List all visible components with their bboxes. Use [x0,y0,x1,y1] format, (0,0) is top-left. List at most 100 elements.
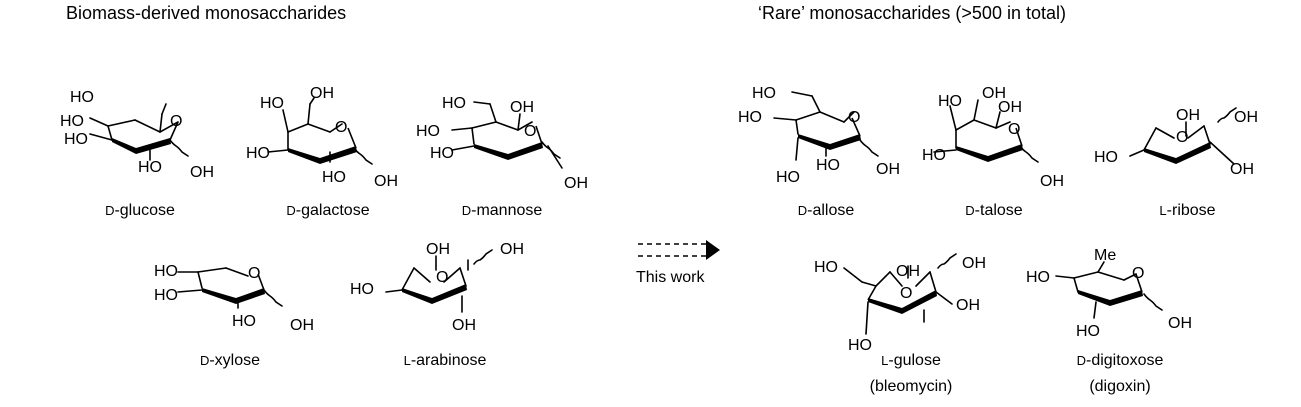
config-prefix: D [797,203,808,218]
d-galactose-structure: HO OH HO O HO OH [246,85,398,190]
label-ring-oxygen: O [436,269,448,286]
label-ho-c3: HO [154,287,178,304]
label-ho-c3: HO [776,169,800,186]
config-prefix: L [403,353,411,368]
label-ho-c4: HO [154,263,178,280]
label-ring-oxygen: O [524,123,536,140]
label-ho-c2: HO [138,159,162,176]
label-ho-c3: HO [246,145,270,162]
sugar-name: -ribose [1166,202,1216,219]
label-ho-c4: HO [848,337,872,354]
caption-l-ribose: L-ribose [1080,202,1295,220]
label-ho-c4: HO [938,93,962,110]
label-oh-c1: OH [1040,173,1064,190]
label-oh-c1: OH [876,161,900,178]
label-ho-c2: HO [816,157,840,174]
label-ring-oxygen: O [170,113,182,130]
config-prefix: D [461,203,472,218]
label-ho-c4: HO [260,95,284,112]
label-ho-c2: HO [232,313,256,330]
label-ho-c4: HO [60,113,84,130]
label-ring-oxygen: O [1176,129,1188,146]
label-oh-c1: OH [374,173,398,190]
sugar-name: -glucose [114,202,175,219]
label-ho-c3: HO [430,145,454,162]
config-prefix: D [1076,353,1086,368]
label-ho-c2: HO [322,169,346,186]
molecule-d-glucose: HO HO HO O HO OH D-glucose [50,82,230,232]
l-arabinose-structure: OH O OH HO OH [350,241,524,334]
d-talose-structure: HO OH OH O HO OH [922,85,1064,190]
d-allose-structure: HO HO O HO HO OH [738,85,900,186]
arrow-label: This work [636,269,705,286]
source-note-digoxin: (digoxin) [1089,378,1151,395]
label-oh-c3: OH [1176,107,1200,124]
label-ho-c4: HO [738,109,762,126]
label-oh-c1: OH [290,317,314,334]
label-ho-c4: HO [416,123,440,140]
sugar-name: -allose [807,202,855,219]
header-biomass-monosaccharides: Biomass-derived monosaccharides [66,3,347,23]
label-ho-c4: HO [1026,269,1050,286]
label-oh-c4: OH [426,241,450,258]
caption-d-digitoxose: D-digitoxose [1020,352,1220,370]
label-ho-c6: HO [814,259,838,276]
dashed-arrow-icon [638,240,720,260]
label-ho-c4: HO [1094,149,1118,166]
label-oh-c2: OH [510,99,534,116]
d-xylose-structure: HO HO O HO OH [154,263,314,334]
label-oh-c1: OH [564,175,588,192]
label-ring-oxygen: O [335,119,347,136]
config-prefix: D [199,353,210,368]
molecule-d-talose: HO OH OH O HO OH D-talose [904,82,1084,232]
sugar-name: -gulose [888,352,941,369]
molecule-d-allose: HO HO O HO HO OH D-allose [736,82,916,232]
sugar-name: -galactose [295,202,370,219]
label-ring-oxygen: O [848,109,860,126]
molecule-d-mannose: HO HO OH O HO OH D-mannose [412,82,592,232]
label-oh-c6: OH [982,85,1006,102]
label-oh-c1: OH [190,164,214,181]
d-digitoxose-structure: Me HO O HO OH [1026,247,1192,340]
molecule-l-ribose: OH O OH HO OH L-ribose [1080,82,1295,232]
label-oh-c1: OH [962,255,986,272]
label-oh-c1: OH [1234,109,1258,126]
caption-d-allose: D-allose [736,202,916,220]
sugar-name: -arabinose [410,352,487,369]
d-glucose-structure: HO HO HO O HO OH [60,89,214,181]
header-rare-monosaccharides: ‘Rare’ monosaccharides (>500 in total) [758,3,1066,23]
l-ribose-structure: OH O OH HO OH [1094,107,1258,178]
molecule-d-digitoxose: Me HO O HO OH D-digitoxose (digoxin) [1020,246,1220,404]
label-oh-c6: OH [310,85,334,102]
source-note-bleomycin: (bleomycin) [869,378,953,395]
caption-d-galactose: D-galactose [238,202,418,220]
label-ho-c3: HO [350,281,374,298]
label-oh-c2: OH [452,317,476,334]
label-oh-c1: OH [1168,315,1192,332]
label-oh-c1: OH [500,241,524,258]
molecule-d-galactose: HO OH HO O HO OH D-galactose [238,82,418,232]
caption-d-glucose: D-glucose [50,202,230,220]
label-ho-c3: HO [1076,323,1100,340]
label-ho-c3: HO [922,147,946,164]
label-oh-c2: OH [1230,161,1254,178]
sugar-name: -xylose [209,352,261,369]
sugar-name: -digitoxose [1086,352,1164,369]
config-prefix: D [286,203,296,218]
label-ho-c6: HO [752,85,776,102]
caption-d-talose: D-talose [904,202,1084,220]
l-gulose-structure: HO OH O OH OH HO [814,253,986,354]
label-oh-c3: OH [896,263,920,280]
sugar-name: -mannose [471,202,543,219]
label-ring-oxygen: O [900,285,912,302]
label-me-c5: Me [1094,247,1116,264]
reaction-arrow: This work [636,236,726,296]
caption-d-xylose: D-xylose [140,352,320,370]
label-oh-c2: OH [956,297,980,314]
config-prefix: L [881,353,889,368]
molecule-l-gulose: HO OH O OH OH HO L-gulose (bleomycin) [806,246,1016,404]
label-ring-oxygen: O [1132,265,1144,282]
caption-d-mannose: D-mannose [412,202,592,220]
config-prefix: L [1159,203,1167,218]
label-ho-c6: HO [70,89,94,106]
